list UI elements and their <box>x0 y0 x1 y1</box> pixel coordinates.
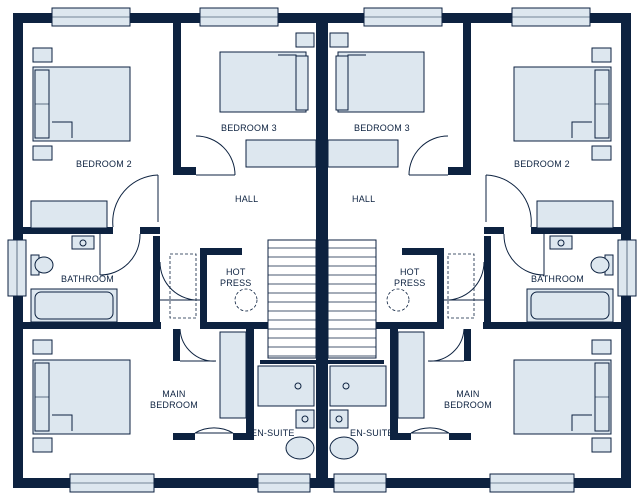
label-hot-press-right: HOT PRESS <box>394 267 426 289</box>
label-bedroom3-left: BEDROOM 3 <box>221 123 277 133</box>
stairs <box>267 239 377 359</box>
label-hot-press-right-line1: HOT <box>399 267 420 277</box>
label-main-bedroom-right: MAIN BEDROOM <box>444 389 492 411</box>
label-main-bedroom-right-line2: BEDROOM <box>444 400 492 410</box>
label-hot-press-left-line2: PRESS <box>220 278 252 288</box>
label-main-bedroom-left-line2: BEDROOM <box>150 400 198 410</box>
label-ensuite-right: EN-SUITE <box>350 428 394 438</box>
label-main-bedroom-left: MAIN BEDROOM <box>150 389 198 411</box>
label-hall-left: HALL <box>235 194 259 204</box>
label-hot-press-left-line1: HOT <box>225 267 246 277</box>
label-ensuite-left: EN-SUITE <box>251 428 295 438</box>
label-main-bedroom-left-line1: MAIN <box>162 389 186 399</box>
label-bedroom3-right: BEDROOM 3 <box>354 123 410 133</box>
label-hot-press-right-line2: PRESS <box>394 278 426 288</box>
label-hall-right: HALL <box>352 194 376 204</box>
label-bathroom-left: BATHROOM <box>61 274 114 284</box>
windows <box>7 7 637 493</box>
label-bedroom2-right: BEDROOM 2 <box>514 159 570 169</box>
label-bathroom-right: BATHROOM <box>531 274 584 284</box>
door-swings <box>99 135 545 434</box>
fixtures <box>30 32 614 460</box>
label-bedroom2-left: BEDROOM 2 <box>76 159 132 169</box>
label-hot-press-left: HOT PRESS <box>220 267 252 289</box>
label-main-bedroom-right-line1: MAIN <box>456 389 480 399</box>
